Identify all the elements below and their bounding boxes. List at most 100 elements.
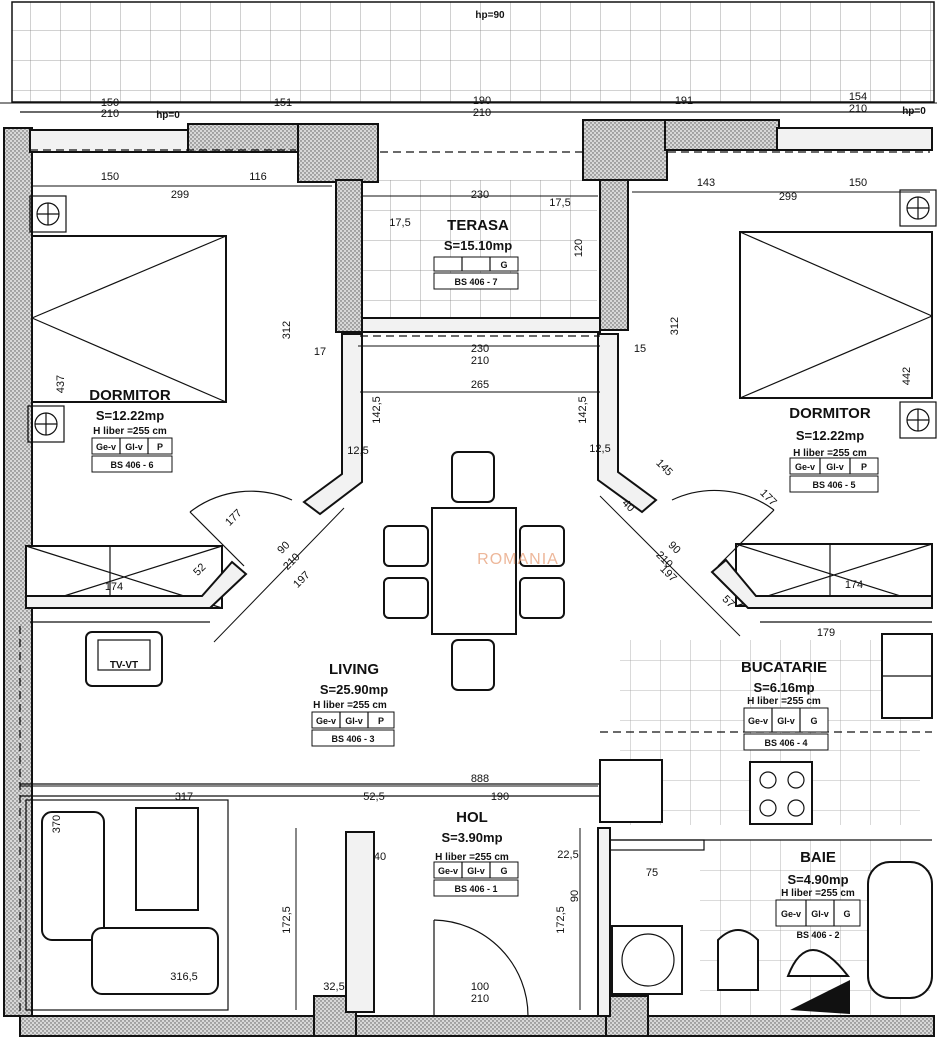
svg-text:H liber =255 cm: H liber =255 cm: [747, 696, 821, 707]
dim-210-bottom: 210: [471, 993, 489, 1005]
svg-text:S=12.22mp: S=12.22mp: [796, 428, 864, 443]
dim-120: 120: [573, 239, 585, 257]
dim-172r: 172,5: [555, 906, 567, 934]
bath-fixtures: [609, 839, 933, 1014]
watermark: ROMANIA: [477, 551, 559, 568]
wall-closet-right: [710, 558, 933, 609]
svg-text:BAIE: BAIE: [800, 849, 836, 866]
wall-living-left: [302, 333, 363, 516]
dim-299r: 299: [779, 191, 797, 203]
label-living: LIVING S=25.90mp H liber =255 cm Ge-v Gl…: [311, 661, 395, 747]
label-baie: BAIE S=4.90mp H liber =255 cm Ge-v Gl-v …: [775, 849, 861, 940]
dim-22: 22,5: [557, 849, 578, 861]
svg-text:Gl-v: Gl-v: [811, 909, 829, 919]
dim-143: 143: [697, 177, 715, 189]
door-right-bedroom: [671, 489, 775, 567]
dim-top-151: 151: [274, 97, 292, 109]
svg-text:S=25.90mp: S=25.90mp: [320, 682, 388, 697]
dim-179: 179: [817, 627, 835, 639]
dim-230: 230: [471, 189, 489, 201]
dim-312r: 312: [669, 317, 681, 335]
dim-top-154: 154: [849, 91, 867, 103]
dim-177l: 177: [223, 507, 244, 528]
svg-text:P: P: [378, 716, 384, 726]
svg-text:DORMITOR: DORMITOR: [89, 387, 171, 404]
pillar-bottom-2: [605, 995, 649, 1037]
svg-text:P: P: [861, 462, 867, 472]
svg-text:S=4.90mp: S=4.90mp: [787, 872, 848, 887]
dim-150l: 150: [101, 171, 119, 183]
dim-17: 17: [314, 346, 326, 358]
dim-17-5b: 17,5: [549, 197, 570, 209]
dim-316: 316,5: [170, 971, 198, 983]
svg-text:Ge-v: Ge-v: [795, 462, 815, 472]
dim-40b: 40: [374, 851, 386, 863]
svg-text:P: P: [157, 442, 163, 452]
dim-177r: 177: [757, 487, 778, 508]
svg-text:DORMITOR: DORMITOR: [789, 405, 871, 422]
svg-text:H liber =255 cm: H liber =255 cm: [313, 700, 387, 711]
dim-90c: 90: [569, 890, 581, 902]
wall-closet-left: [25, 560, 248, 609]
dim-317: 317: [175, 791, 193, 803]
dim-hp0-right: hp=0: [902, 106, 926, 117]
svg-text:G: G: [843, 909, 850, 919]
svg-text:BS 406 - 2: BS 406 - 2: [796, 930, 839, 940]
wall-top-right: [776, 127, 933, 151]
dim-75: 75: [646, 867, 658, 879]
terrace-sill: [361, 317, 601, 333]
dim-top-191: 191: [675, 95, 693, 107]
svg-text:Ge-v: Ge-v: [781, 909, 801, 919]
svg-text:Ge-v: Ge-v: [316, 716, 336, 726]
sofa: [25, 799, 229, 1011]
svg-text:BS 406 - 1: BS 406 - 1: [454, 884, 497, 894]
svg-text:Gl-v: Gl-v: [826, 462, 844, 472]
terrace-floor: [362, 180, 597, 320]
svg-text:Gl-v: Gl-v: [345, 716, 363, 726]
dim-top-150: 150: [101, 97, 119, 109]
svg-text:BS 406 - 7: BS 406 - 7: [454, 277, 497, 287]
dim-top-190: 190: [473, 95, 491, 107]
dim-90l: 90: [275, 539, 292, 556]
dim-437: 437: [55, 375, 67, 393]
dim-hp0-left: hp=0: [156, 110, 180, 121]
svg-text:H liber =255 cm: H liber =255 cm: [93, 426, 167, 437]
svg-text:Gl-v: Gl-v: [125, 442, 143, 452]
label-bucatarie: BUCATARIE S=6.16mp H liber =255 cm Ge-v …: [741, 659, 829, 751]
dim-15: 15: [634, 343, 646, 355]
dim-142r: 142,5: [577, 396, 589, 424]
svg-text:BS 406 - 4: BS 406 - 4: [764, 738, 807, 748]
label-dormitor-right: DORMITOR S=12.22mp H liber =255 cm Ge-v …: [789, 405, 879, 493]
svg-text:LIVING: LIVING: [329, 661, 379, 678]
label-dormitor-left: DORMITOR S=12.22mp H liber =255 cm Ge-v …: [89, 387, 173, 473]
wall-living-right: [597, 333, 658, 514]
svg-text:G: G: [500, 866, 507, 876]
dim-12l: 12,5: [347, 445, 368, 457]
wall-top-right-2: [664, 119, 780, 151]
dim-52-5: 52,5: [363, 791, 384, 803]
pillar-top-left: [297, 123, 379, 183]
dim-888: 888: [471, 773, 489, 785]
dim-top-210b: 210: [473, 107, 491, 119]
dim-442: 442: [901, 367, 913, 385]
dim-90r: 90: [666, 539, 683, 556]
dim-197r: 197: [657, 563, 678, 584]
svg-text:Ge-v: Ge-v: [748, 716, 768, 726]
dim-32: 32,5: [323, 981, 344, 993]
svg-text:S=12.22mp: S=12.22mp: [96, 408, 164, 423]
socket-icon: [27, 189, 937, 443]
dim-299l: 299: [171, 189, 189, 201]
dim-17-5a: 17,5: [389, 217, 410, 229]
dim-370: 370: [51, 815, 63, 833]
svg-text:H liber =255 cm: H liber =255 cm: [793, 448, 867, 459]
dim-190: 190: [491, 791, 509, 803]
dim-12r: 12,5: [589, 443, 610, 455]
tv-unit: [85, 631, 163, 687]
dining-table: [383, 451, 565, 691]
hall-wall: [345, 831, 375, 1013]
dim-57: 57: [720, 593, 737, 610]
svg-text:Ge-v: Ge-v: [96, 442, 116, 452]
dim-top-210c: 210: [849, 103, 867, 115]
dim-172l: 172,5: [281, 906, 293, 934]
